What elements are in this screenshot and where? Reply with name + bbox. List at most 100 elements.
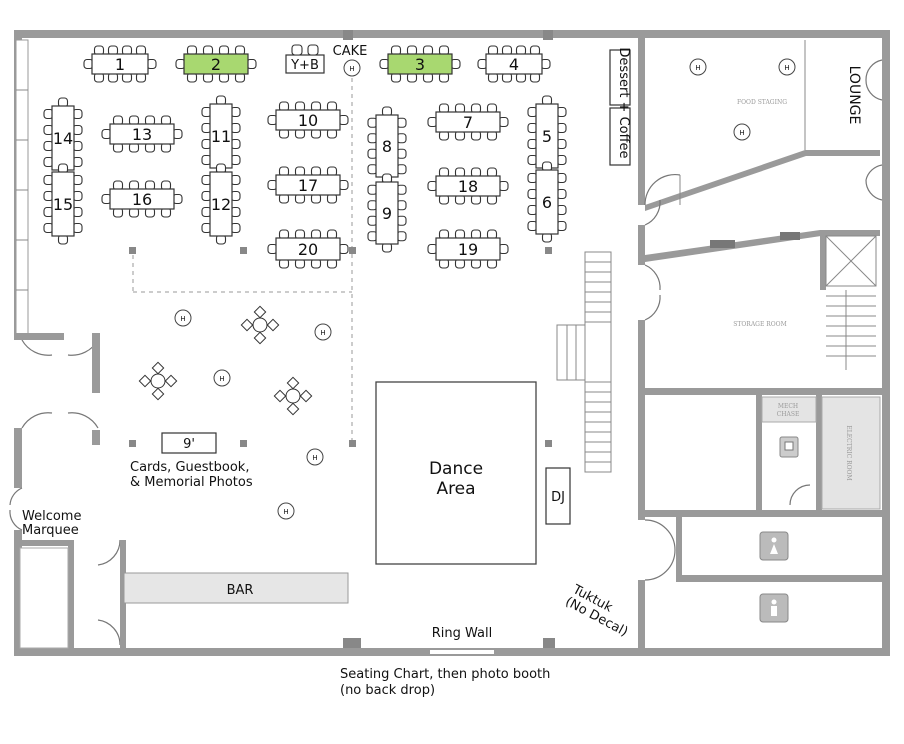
columns (129, 30, 555, 648)
table-16-group: 16 (101, 180, 183, 218)
table-4-label: 4 (509, 55, 519, 74)
bar-label: BAR (227, 583, 254, 598)
cocktail-table[interactable] (138, 361, 178, 401)
table-4-group: 4 (477, 45, 551, 83)
table-17-group: 17 (267, 166, 349, 204)
storage-stairs (826, 290, 876, 370)
table-7-label: 7 (463, 113, 473, 132)
dance-label-1: Dance (429, 459, 483, 479)
table-14-label: 14 (53, 129, 73, 148)
table-10[interactable] (275, 109, 341, 131)
heater-label: H (349, 65, 354, 73)
heater-icon (174, 309, 192, 327)
seating-chart-label: Seating Chart, then photo booth (340, 667, 550, 682)
dashed-outline (132, 70, 353, 445)
table-4[interactable] (485, 53, 543, 75)
yb-table[interactable] (285, 54, 325, 74)
table-9-label: 9 (382, 204, 392, 223)
dance-label-2: Area (436, 479, 475, 499)
right-rooms (638, 30, 882, 656)
table-19-label: 19 (458, 240, 478, 259)
table-20[interactable] (275, 237, 341, 261)
table-1[interactable] (91, 53, 149, 75)
table-9[interactable] (375, 181, 399, 245)
dessert-table[interactable] (609, 49, 631, 106)
ring-wall-label: Ring Wall (432, 626, 492, 641)
yb-chair (291, 44, 303, 56)
photo-booth-label: (no back drop) (340, 683, 435, 698)
dj-label: DJ (551, 490, 565, 505)
bar-counter[interactable] (123, 572, 349, 604)
doors (9, 59, 883, 646)
yb-chair (307, 44, 319, 56)
cake-label: CAKE (333, 44, 368, 59)
table-11-label: 11 (211, 127, 231, 146)
table-7[interactable] (435, 111, 501, 133)
mech-label: MECH (778, 403, 798, 410)
table-19-group: 19 (427, 229, 509, 269)
heater-label: H (180, 315, 185, 323)
table-12[interactable] (209, 171, 233, 237)
table-20-group: 20 (267, 229, 349, 269)
heater-label: H (312, 454, 317, 462)
table-15[interactable] (51, 171, 75, 237)
table-13[interactable] (109, 123, 175, 145)
heater-label: H (320, 329, 325, 337)
cards-table[interactable] (161, 432, 217, 454)
dessert-coffee-label: Dessert + Coffee (616, 47, 631, 158)
chase-label: CHASE (777, 411, 800, 418)
table-1-group: 1 (83, 45, 157, 83)
table-16[interactable] (109, 188, 175, 210)
welcome-label-2: Marquee (22, 523, 79, 538)
food-staging-label: FOOD STAGING (737, 99, 787, 106)
table-17[interactable] (275, 174, 341, 196)
yb-label: Y+B (290, 58, 319, 73)
stairs (556, 251, 612, 473)
heater-icon (306, 448, 324, 466)
heater-label: H (739, 129, 744, 137)
heater-label: H (695, 64, 700, 72)
table-19[interactable] (435, 237, 501, 261)
table-1-label: 1 (115, 55, 125, 74)
heater-label: H (219, 375, 224, 383)
heater-icon (733, 123, 751, 141)
table-6-label: 6 (542, 193, 552, 212)
heater-label: H (283, 508, 288, 516)
electric-room-label: ELECTRIC ROOM (845, 425, 852, 480)
table-6-group: 6 (527, 161, 567, 243)
heater-icon (343, 59, 361, 77)
heater-icon (213, 369, 231, 387)
table-2-label: 2 (211, 55, 221, 74)
table-2[interactable] (183, 53, 249, 75)
table-8-group: 8 (367, 106, 407, 186)
table-3-label: 3 (415, 55, 425, 74)
cocktail-tables (138, 305, 313, 416)
cocktail-table[interactable] (273, 376, 313, 416)
storage-room-label: STORAGE ROOM (733, 321, 786, 328)
table-2-group: 2 (175, 45, 257, 83)
table-6[interactable] (535, 169, 559, 235)
table-13-label: 13 (132, 125, 152, 144)
table-17-label: 17 (298, 176, 318, 195)
coffee-table[interactable] (609, 107, 631, 166)
cards-label-2: & Memorial Photos (130, 475, 253, 490)
heater-icon (778, 58, 796, 76)
table-10-label: 10 (298, 111, 318, 130)
dj-booth[interactable] (545, 467, 571, 525)
table-3[interactable] (387, 53, 453, 75)
table-12-label: 12 (211, 195, 231, 214)
table-18-group: 18 (427, 167, 509, 205)
dance-area[interactable] (375, 381, 537, 565)
nine-foot-label: 9' (183, 437, 195, 452)
heater-icon (314, 323, 332, 341)
table-9-group: 9 (367, 173, 407, 253)
table-20-label: 20 (298, 240, 318, 259)
cocktail-table[interactable] (240, 305, 280, 345)
table-18[interactable] (435, 175, 501, 197)
table-15-label: 15 (53, 195, 73, 214)
left-inner-walls (14, 333, 126, 649)
table-8-label: 8 (382, 137, 392, 156)
table-18-label: 18 (458, 177, 478, 196)
table-7-group: 7 (427, 103, 509, 141)
table-16-label: 16 (132, 190, 152, 209)
